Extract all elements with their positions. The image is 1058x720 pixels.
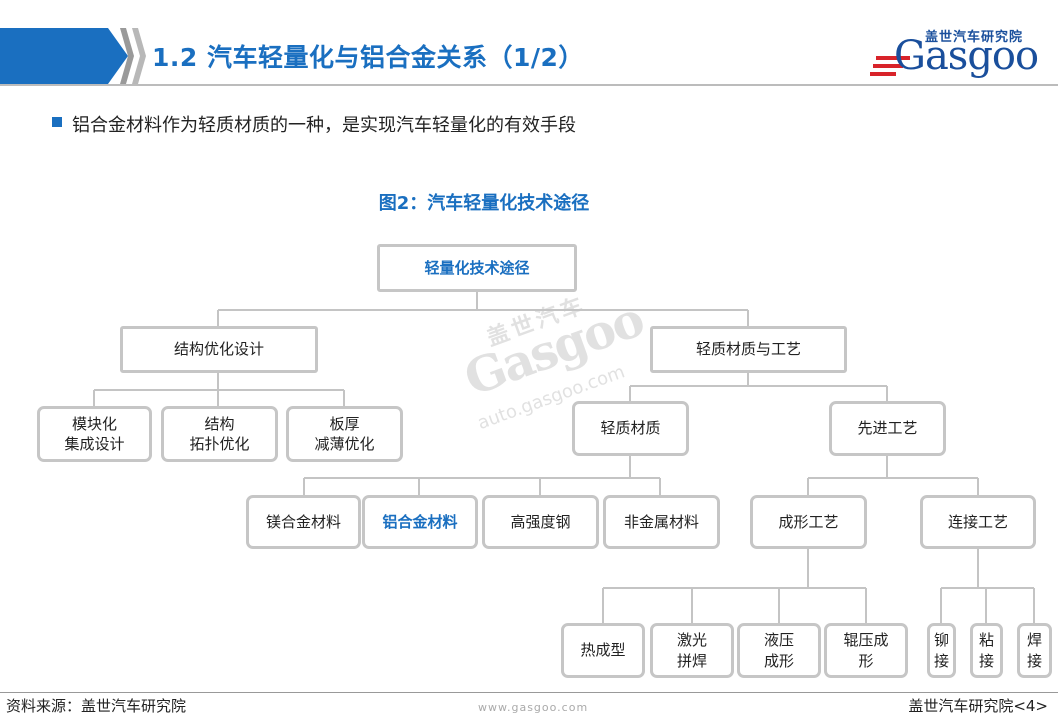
footer-divider xyxy=(0,692,1058,693)
node-high-strength-steel: 高强度钢 xyxy=(482,495,599,549)
logo-stripes-icon xyxy=(870,56,910,76)
footer-source: 资料来源：盖世汽车研究院 xyxy=(6,697,187,715)
node-forming-process: 成形工艺 xyxy=(750,495,867,549)
node-modular-integration: 模块化 集成设计 xyxy=(37,406,152,462)
footer-page-number: 盖世汽车研究院<4> xyxy=(908,697,1048,715)
node-thickness-reduction: 板厚 减薄优化 xyxy=(286,406,403,462)
chevron-right-icon xyxy=(132,28,146,84)
node-advanced-process: 先进工艺 xyxy=(829,401,946,456)
node-lightweight-routes: 轻量化技术途径 xyxy=(377,244,577,292)
footer-url: www.gasgoo.com xyxy=(478,701,589,714)
node-hot-forming: 热成型 xyxy=(561,623,645,678)
node-hydroforming: 液压 成形 xyxy=(737,623,821,678)
logo-chinese-text: 盖世汽车研究院 xyxy=(925,30,1024,45)
chevron-right-icon xyxy=(120,28,134,84)
node-aluminum-alloy: 铝合金材料 xyxy=(362,495,478,549)
figure-title: 图2：汽车轻量化技术途径 xyxy=(378,193,590,214)
node-bonding: 粘 接 xyxy=(970,623,1003,678)
header-band-arrow xyxy=(108,28,128,84)
node-structure-optimization: 结构优化设计 xyxy=(120,326,318,373)
node-light-material: 轻质材质 xyxy=(572,401,689,456)
bullet-text: 铝合金材料作为轻质材质的一种，是实现汽车轻量化的有效手段 xyxy=(72,115,576,136)
node-magnesium-alloy: 镁合金材料 xyxy=(246,495,361,549)
node-light-material-process: 轻质材质与工艺 xyxy=(650,326,847,373)
node-laser-tailor-welding: 激光 拼焊 xyxy=(650,623,734,678)
node-riveting: 铆 接 xyxy=(927,623,956,678)
node-topology-optimization: 结构 拓扑优化 xyxy=(161,406,278,462)
bullet-square-icon xyxy=(52,117,62,127)
page-title: 1.2 汽车轻量化与铝合金关系（1/2） xyxy=(152,43,584,72)
gasgoo-logo: 盖世汽车研究院 Gasgoo xyxy=(870,22,1040,82)
header-band xyxy=(0,28,108,84)
header-divider xyxy=(0,84,1058,86)
node-joining-process: 连接工艺 xyxy=(920,495,1036,549)
node-welding: 焊 接 xyxy=(1017,623,1052,678)
logo-wordmark: Gasgoo xyxy=(894,33,1039,79)
node-nonmetal-material: 非金属材料 xyxy=(603,495,720,549)
node-roll-forming: 辊压成 形 xyxy=(824,623,908,678)
